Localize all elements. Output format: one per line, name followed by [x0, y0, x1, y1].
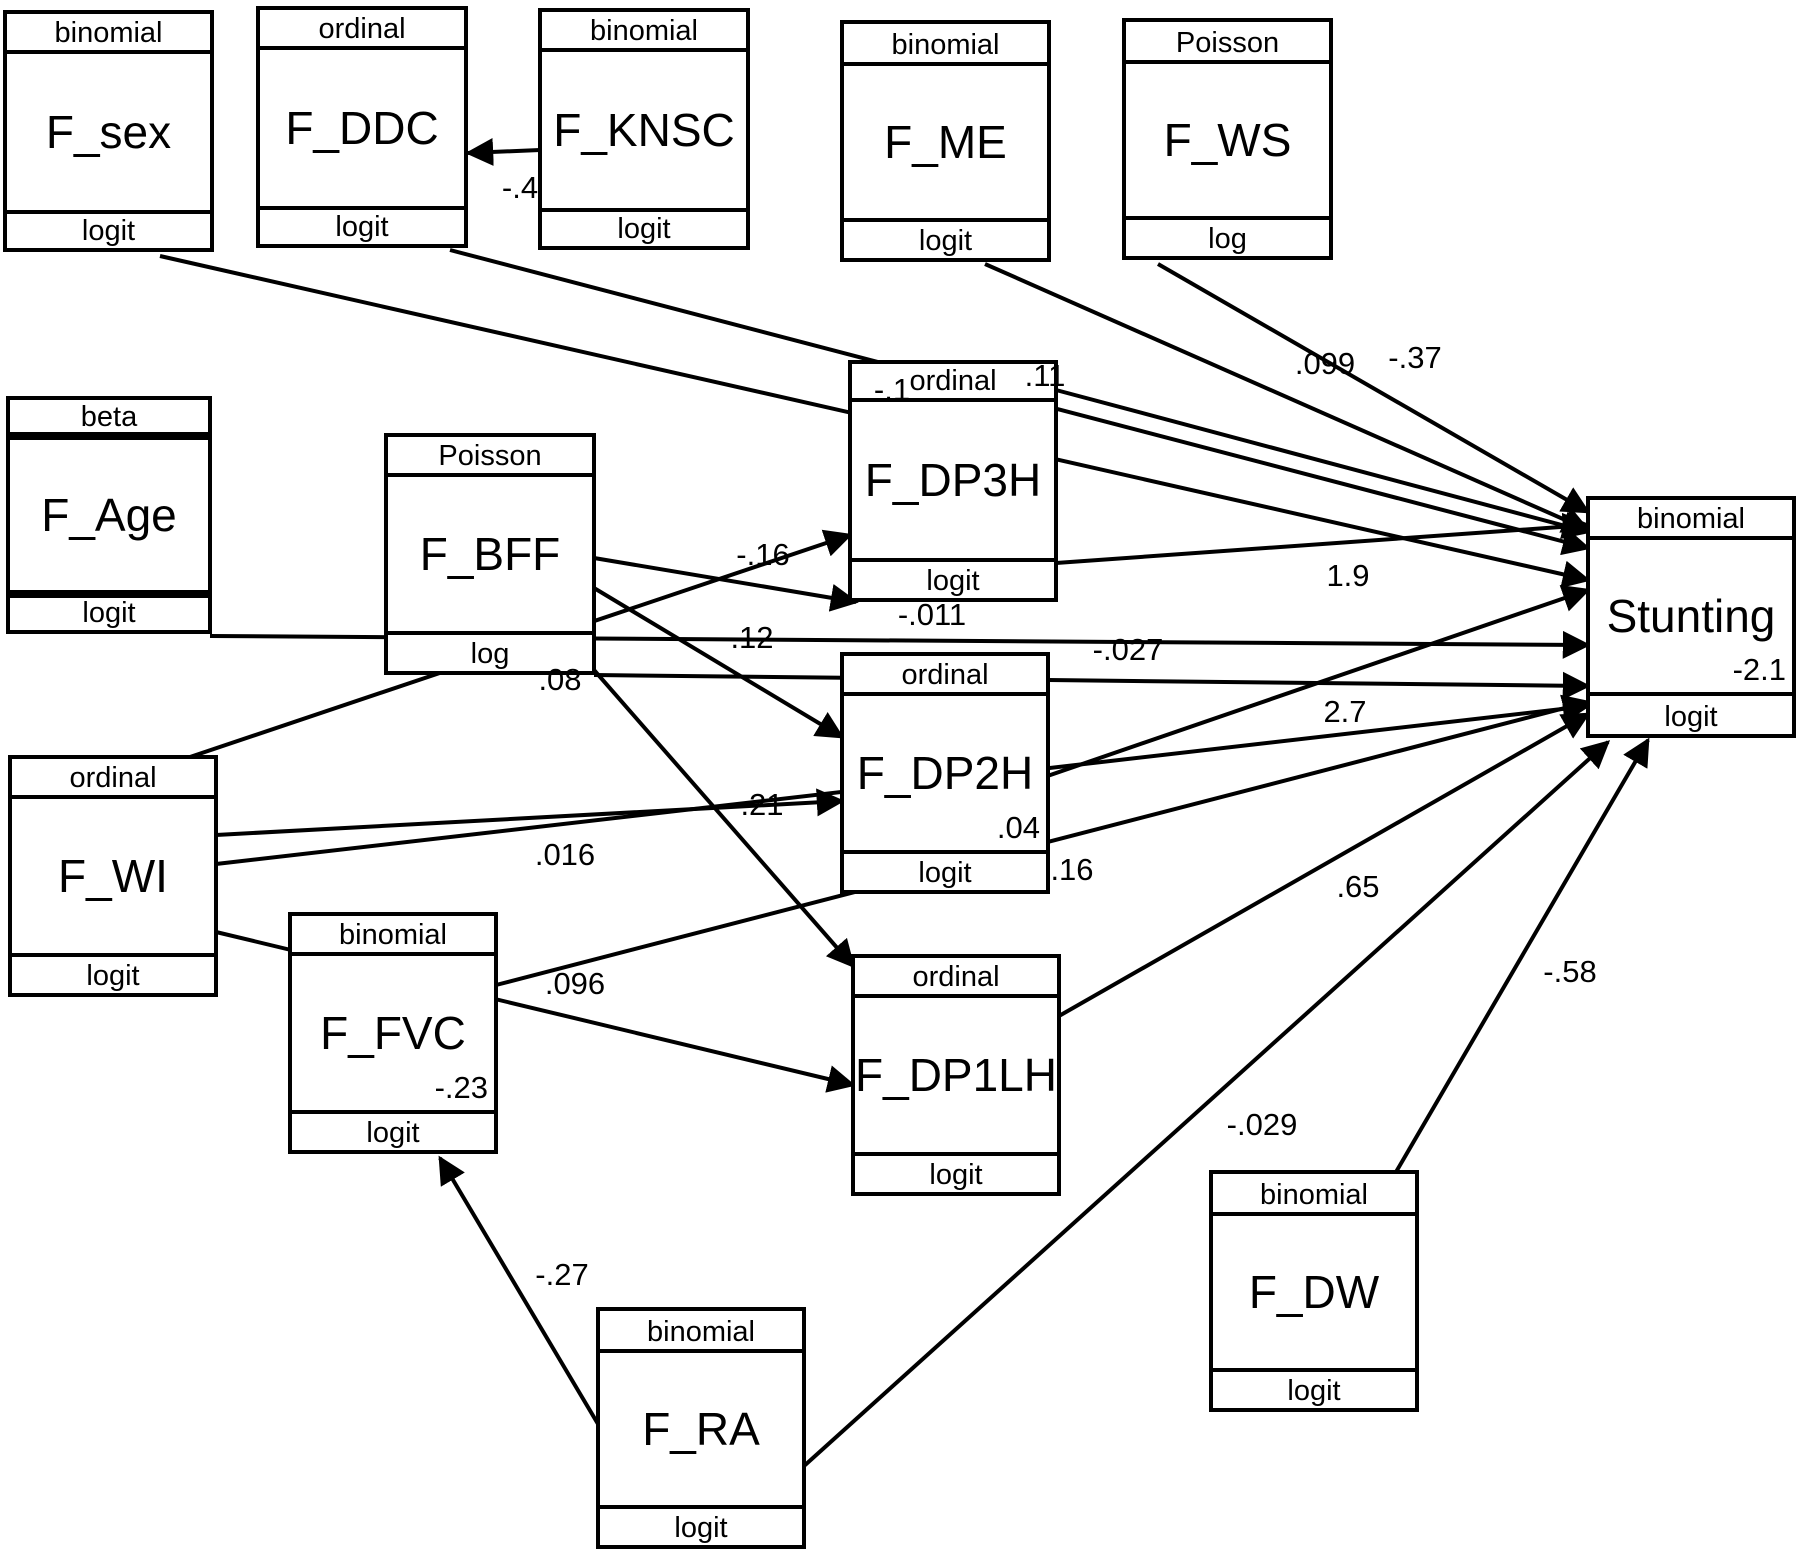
edge-f-wi-to-f-dp2h-arrow — [215, 788, 845, 837]
node-f-dp2h-name: F_DP2H — [857, 747, 1033, 799]
node-f-dp3h-name: F_DP3H — [865, 454, 1041, 506]
node-f-dp2h-link: logit — [918, 857, 971, 889]
edge-f-wi-to-f-dp2h-coefficient: .21 — [740, 787, 783, 822]
edge-f-dw-to-stunting-arrow — [1394, 737, 1650, 1174]
edge-f-dp3h-to-stunting-arrow — [1055, 512, 1591, 565]
edge-f-knsc-to-f-ddc-coefficient: -.4 — [502, 170, 538, 205]
node-f-knsc-family: binomial — [590, 15, 698, 47]
node-f-wi-link: logit — [86, 960, 139, 992]
node-f-dp3h-link: logit — [926, 565, 979, 597]
edge-f-ra-to-f-fvc-coefficient: -.27 — [535, 1257, 588, 1292]
edge-f-fvc-to-stunting-coefficient: .16 — [1050, 852, 1093, 887]
edge-f-bff-to-stunting-arrow — [593, 671, 1591, 700]
edge-f-me-to-stunting-coefficient: .099 — [1295, 346, 1355, 381]
node-f-me-family: binomial — [892, 29, 1000, 61]
edge-f-knsc-to-f-ddc-arrow — [465, 137, 541, 166]
node-f-ws-link: log — [1208, 223, 1247, 255]
edge-f-ddc-to-f-dp3h-coefficient: 2.7 — [1323, 694, 1366, 729]
edge-f-wi-to-f-dp3h-coefficient: -.16 — [736, 537, 789, 572]
node-f-ra-link: logit — [674, 1512, 727, 1544]
node-f-fvc-link: logit — [366, 1117, 419, 1149]
node-stunting-name: Stunting — [1607, 590, 1776, 642]
node-f-dw-name: F_DW — [1249, 1266, 1380, 1318]
node-f-fvc-name: F_FVC — [320, 1007, 466, 1059]
node-f-fvc-intercept: -.23 — [435, 1070, 488, 1105]
edge-f-ra-to-stunting-coefficient: -.029 — [1227, 1107, 1298, 1142]
edge-f-ra-to-stunting-arrow — [802, 740, 1611, 1468]
edge-f-dw-to-stunting-coefficient: -.58 — [1543, 954, 1596, 989]
edge-f-bff-to-f-dp3h-arrow — [593, 556, 859, 612]
node-f-sex-link: logit — [82, 215, 135, 247]
edge-f-bff-to-f-dp2h-arrow — [592, 586, 845, 739]
node-f-fvc-family: binomial — [339, 919, 447, 951]
edge-f-wi-to-f-dp1lh-coefficient: .096 — [545, 966, 605, 1001]
node-f-me-link: logit — [919, 225, 972, 257]
node-f-knsc-name: F_KNSC — [553, 104, 734, 156]
node-stunting-link: logit — [1664, 701, 1717, 733]
edge-f-ddc-to-stunting-coefficient: -.1 — [874, 372, 910, 407]
node-f-ra-family: binomial — [647, 1316, 755, 1348]
node-f-wi-family: ordinal — [69, 762, 156, 794]
node-f-dp2h-family: ordinal — [901, 659, 988, 691]
edge-f-dp1lh-to-stunting-arrow — [1058, 712, 1591, 1018]
edge-f-dp3h-to-stunting-coefficient: .11 — [1025, 358, 1066, 393]
edge-f-bff-to-stunting-coefficient: .08 — [538, 662, 581, 697]
node-f-age-name: F_Age — [41, 489, 177, 541]
edge-f-dp1lh-to-stunting-coefficient: .65 — [1336, 869, 1379, 904]
node-f-bff-family: Poisson — [438, 440, 541, 472]
node-f-ddc-family: ordinal — [318, 13, 405, 45]
node-f-dp2h-intercept: .04 — [997, 810, 1040, 845]
node-f-wi-name: F_WI — [58, 850, 168, 902]
edge-f-ws-to-stunting-coefficient: -.37 — [1388, 340, 1441, 375]
node-f-dp3h-family: ordinal — [909, 365, 996, 397]
node-f-dp1lh-link: logit — [929, 1159, 982, 1191]
node-f-ws-name: F_WS — [1164, 114, 1292, 166]
node-f-age-link: logit — [82, 597, 135, 629]
edge-f-bff-to-f-dp1lh-arrow — [592, 668, 855, 969]
node-f-me-name: F_ME — [884, 116, 1007, 168]
node-stunting-family: binomial — [1637, 503, 1745, 535]
node-f-ddc-name: F_DDC — [285, 102, 438, 154]
node-f-knsc-link: logit — [617, 213, 670, 245]
edge-f-bff-to-f-dp2h-coefficient: .12 — [730, 620, 773, 655]
node-f-age-family: beta — [81, 401, 138, 433]
node-f-dp1lh-name: F_DP1LH — [855, 1049, 1057, 1101]
edge-f-dp2h-to-stunting-arrow — [1029, 584, 1591, 784]
node-f-ddc-link: logit — [335, 211, 388, 243]
node-f-dw-family: binomial — [1260, 1179, 1368, 1211]
node-f-ws-family: Poisson — [1176, 27, 1279, 59]
edge-f-ws-to-stunting-arrow — [1157, 262, 1591, 514]
edge-f-bff-to-f-dp3h-coefficient: -.011 — [898, 597, 966, 632]
edge-f-dp2h-to-stunting-coefficient: 1.9 — [1326, 558, 1369, 593]
edge-f-wi-to-stunting-coefficient: .016 — [535, 837, 595, 872]
edge-f-me-to-stunting-arrow — [984, 262, 1591, 533]
node-f-ra-name: F_RA — [642, 1403, 760, 1455]
edge-f-ra-to-f-fvc-arrow — [438, 1155, 600, 1426]
node-f-dp1lh-family: ordinal — [912, 961, 999, 993]
node-f-sex-name: F_sex — [46, 106, 171, 158]
edge-f-ddc-to-f-dp3h-arrow — [1055, 388, 1591, 540]
node-f-bff-name: F_BFF — [420, 528, 561, 580]
edge-f-age-to-stunting-coefficient: -.027 — [1093, 632, 1164, 667]
node-stunting-intercept: -2.1 — [1733, 652, 1786, 687]
node-f-dw-link: logit — [1287, 1375, 1340, 1407]
node-f-bff-link: log — [471, 638, 510, 670]
node-f-sex-family: binomial — [55, 17, 163, 49]
